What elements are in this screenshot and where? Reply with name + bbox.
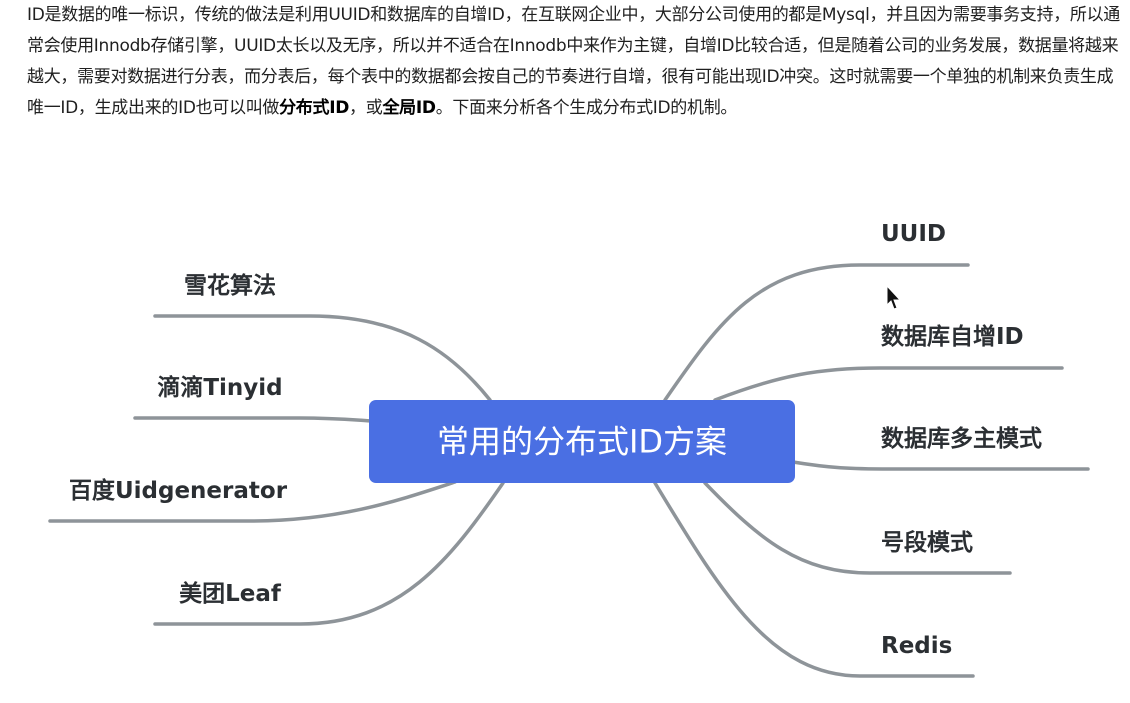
intro-paragraph: ID是数据的唯一标识，传统的做法是利用UUID和数据库的自增ID，在互联网企业中…: [27, 0, 1125, 124]
connector-uidgenerator: [48, 480, 457, 523]
connector-leaf: [153, 481, 505, 626]
leaf-uuid: UUID: [881, 221, 946, 247]
connector-segment-mode: [703, 481, 1012, 575]
intro-bold-global-id: 全局ID: [382, 98, 436, 118]
root-label: 常用的分布式ID方案: [437, 423, 727, 461]
intro-text-2: ，或: [349, 98, 383, 118]
connector-tinyid: [133, 416, 374, 423]
root-node: [369, 400, 795, 483]
leaf-db-auto-increment: 数据库自增ID: [881, 323, 1024, 350]
leaf-snowflake: 雪花算法: [184, 272, 276, 299]
leaf-tinyid: 滴滴Tinyid: [157, 374, 282, 401]
connector-db-auto-increment: [713, 366, 1064, 402]
mouse-cursor-icon: [886, 284, 902, 310]
intro-text-1: ID是数据的唯一标识，传统的做法是利用UUID和数据库的自增ID，在互联网企业中…: [27, 5, 1120, 118]
connector-uuid: [663, 263, 970, 402]
leaf-segment-mode: 号段模式: [881, 529, 973, 556]
leaf-redis: Redis: [881, 633, 952, 659]
connector-snowflake: [153, 314, 492, 402]
leaf-uidgenerator: 百度Uidgenerator: [69, 477, 288, 504]
connector-redis: [653, 481, 975, 678]
leaf-leaf: 美团Leaf: [179, 580, 282, 607]
intro-bold-distributed-id: 分布式ID: [279, 98, 350, 118]
connector-db-multi-master: [791, 460, 1090, 471]
leaf-db-multi-master: 数据库多主模式: [881, 425, 1042, 452]
intro-text-3: 。下面来分析各个生成分布式ID的机制。: [435, 98, 738, 118]
